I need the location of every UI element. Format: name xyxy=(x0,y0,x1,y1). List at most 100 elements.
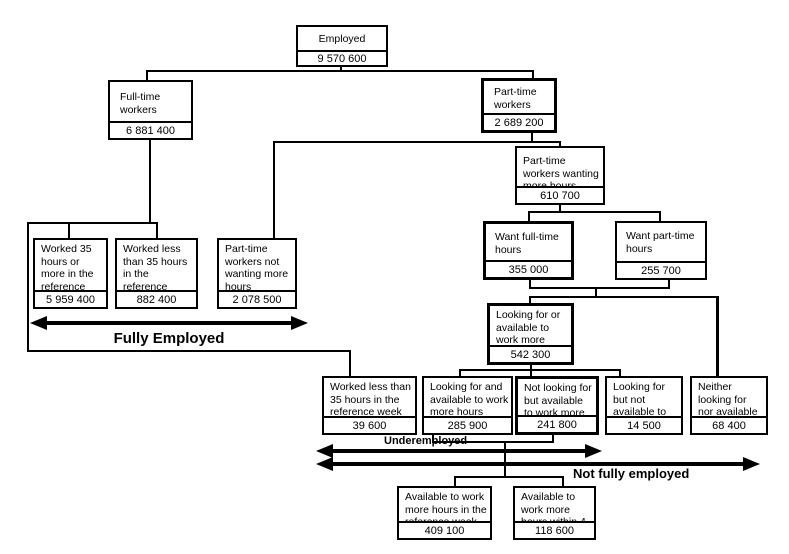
connector-line xyxy=(531,133,533,143)
arrowhead-left-icon xyxy=(316,457,333,471)
arrowhead-left-icon xyxy=(316,444,333,458)
node-value: 285 900 xyxy=(424,416,511,433)
node-worked-35-plus: Worked 35 hours or more in the reference… xyxy=(33,238,108,309)
connector-line xyxy=(530,369,532,377)
node-available-within-4-weeks: Available to work more hours within 4 we… xyxy=(513,486,596,540)
node-label: Want part-time hours xyxy=(626,230,695,255)
fully-employed-label: Fully Employed xyxy=(113,330,225,347)
connector-line xyxy=(459,369,621,371)
node-label: Employed xyxy=(318,33,366,45)
connector-line xyxy=(529,296,719,298)
connector-line xyxy=(149,140,151,224)
connector-line xyxy=(716,296,719,377)
node-label: Worked 35 hours or more in the reference… xyxy=(41,243,94,290)
node-label: Not looking for but available to work mo… xyxy=(524,382,592,415)
node-not-looking-but-available: Not looking for but available to work mo… xyxy=(515,376,599,435)
connector-line xyxy=(529,287,670,289)
node-label: Worked less than 35 hours in the referen… xyxy=(123,243,188,290)
connector-line xyxy=(27,350,351,352)
connector-line xyxy=(156,222,158,239)
fully-employed-arrow xyxy=(42,321,296,325)
node-value: 2 689 200 xyxy=(484,113,554,130)
node-value: 542 300 xyxy=(490,345,571,362)
node-label: Part-time workers not wanting more hours xyxy=(225,243,289,290)
node-pt-not-wanting-more-hours: Part-time workers not wanting more hours… xyxy=(217,238,297,309)
connector-line xyxy=(273,141,275,239)
node-label: Full-time workers xyxy=(120,91,161,116)
connector-line xyxy=(559,205,561,213)
connector-line xyxy=(340,66,342,72)
node-value: 409 100 xyxy=(399,521,490,538)
node-value: 255 700 xyxy=(617,261,705,278)
node-value: 6 881 400 xyxy=(110,121,191,138)
connector-line xyxy=(619,369,621,377)
connector-line xyxy=(432,435,434,443)
node-employed: Employed 9 570 600 xyxy=(296,25,388,67)
node-label: Part-time workers wanting more hours xyxy=(523,155,599,186)
node-want-part-time-hours: Want part-time hours 255 700 xyxy=(615,221,707,280)
arrowhead-right-icon xyxy=(291,316,308,330)
node-want-full-time-hours: Want full-time hours 355 000 xyxy=(483,221,574,280)
node-value: 2 078 500 xyxy=(219,290,295,307)
connector-line xyxy=(454,476,564,478)
connector-line xyxy=(532,70,534,79)
node-label: Neither looking for nor available to wor… xyxy=(698,381,758,416)
connector-line xyxy=(552,435,554,443)
node-value: 14 500 xyxy=(607,416,681,433)
connector-line xyxy=(659,211,661,222)
node-worked-less-35-economic: Worked less than 35 hours in the referen… xyxy=(322,376,417,435)
node-value: 5 959 400 xyxy=(35,290,106,307)
connector-line xyxy=(27,222,29,352)
connector-line xyxy=(349,350,351,377)
connector-line xyxy=(68,222,70,239)
arrowhead-right-icon xyxy=(585,444,602,458)
node-value: 68 400 xyxy=(692,416,766,433)
connector-line xyxy=(529,296,531,304)
node-label: Looking for but not available to work mo… xyxy=(613,381,667,416)
node-label: Looking for and available to work more h… xyxy=(430,381,509,416)
node-value: 610 700 xyxy=(517,186,603,203)
node-pt-wanting-more-hours: Part-time workers wanting more hours 610… xyxy=(515,146,605,205)
connector-line xyxy=(530,365,532,371)
node-available-reference-week: Available to work more hours in the refe… xyxy=(397,486,492,540)
connector-line xyxy=(562,476,564,487)
connector-line xyxy=(528,211,661,213)
node-part-time-workers: Part-time workers 2 689 200 xyxy=(481,78,557,133)
connector-line xyxy=(273,141,561,143)
arrowhead-left-icon xyxy=(30,316,47,330)
underemployed-label: Underemployed xyxy=(384,435,468,447)
node-label: Available to work more hours within 4 we… xyxy=(521,491,586,521)
connector-line xyxy=(432,441,554,443)
node-value: 118 600 xyxy=(515,521,594,538)
connector-line xyxy=(459,369,461,377)
connector-line xyxy=(668,280,670,289)
node-looking-and-available: Looking for and available to work more h… xyxy=(422,376,513,435)
node-label: Part-time workers xyxy=(494,86,537,111)
arrowhead-right-icon xyxy=(743,457,760,471)
connector-line xyxy=(27,222,158,224)
node-value: 241 800 xyxy=(518,415,596,432)
node-value: 9 570 600 xyxy=(298,50,386,65)
connector-line xyxy=(559,141,561,147)
node-label: Worked less than 35 hours in the referen… xyxy=(330,381,411,416)
node-looking-but-not-available: Looking for but not available to work mo… xyxy=(605,376,683,435)
not-fully-employed-label: Not fully employed xyxy=(573,466,690,481)
connector-line xyxy=(528,211,530,222)
node-label: Looking for or available to work more ho… xyxy=(496,309,561,345)
connector-line xyxy=(595,287,597,298)
not-fully-employed-arrow xyxy=(328,462,746,466)
node-worked-less-35-non-economic: Worked less than 35 hours in the referen… xyxy=(115,238,198,309)
underemployed-arrow xyxy=(328,449,588,453)
connector-line xyxy=(529,280,531,289)
connector-line xyxy=(146,70,148,81)
connector-line xyxy=(504,441,506,478)
connector-line xyxy=(454,476,456,487)
node-neither-looking-nor-available: Neither looking for nor available to wor… xyxy=(690,376,768,435)
node-label: Available to work more hours in the refe… xyxy=(405,491,487,521)
connector-line xyxy=(146,70,534,72)
node-label: Want full-time hours xyxy=(495,231,559,256)
node-value: 882 400 xyxy=(117,290,196,307)
node-looking-or-available: Looking for or available to work more ho… xyxy=(487,303,574,365)
node-value: 355 000 xyxy=(486,260,571,277)
